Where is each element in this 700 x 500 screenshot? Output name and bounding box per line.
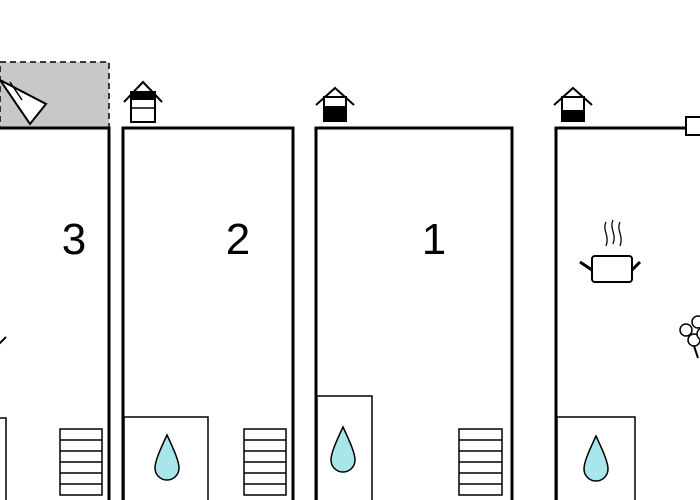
house-heating-icon (123, 80, 163, 123)
house-heating-icon (315, 86, 355, 122)
stairs-icon (458, 428, 503, 496)
stairs-icon (59, 428, 103, 496)
room-number: 2 (226, 215, 250, 264)
window-icon (0, 61, 110, 129)
flower-icon (679, 315, 700, 359)
water-drop-icon (583, 434, 609, 482)
cooking-pot-icon (579, 219, 642, 283)
room-kitchen (553, 86, 700, 500)
room-3: 3 (0, 126, 111, 500)
room-1: 1 (314, 86, 514, 500)
water-drop-icon (330, 425, 356, 473)
room-number: 1 (422, 215, 446, 264)
water-drop-icon (154, 433, 180, 481)
stairs-icon (243, 428, 287, 496)
house-heating-icon (553, 86, 593, 122)
room-number: 3 (62, 215, 86, 264)
room-2: 2 (121, 80, 295, 500)
